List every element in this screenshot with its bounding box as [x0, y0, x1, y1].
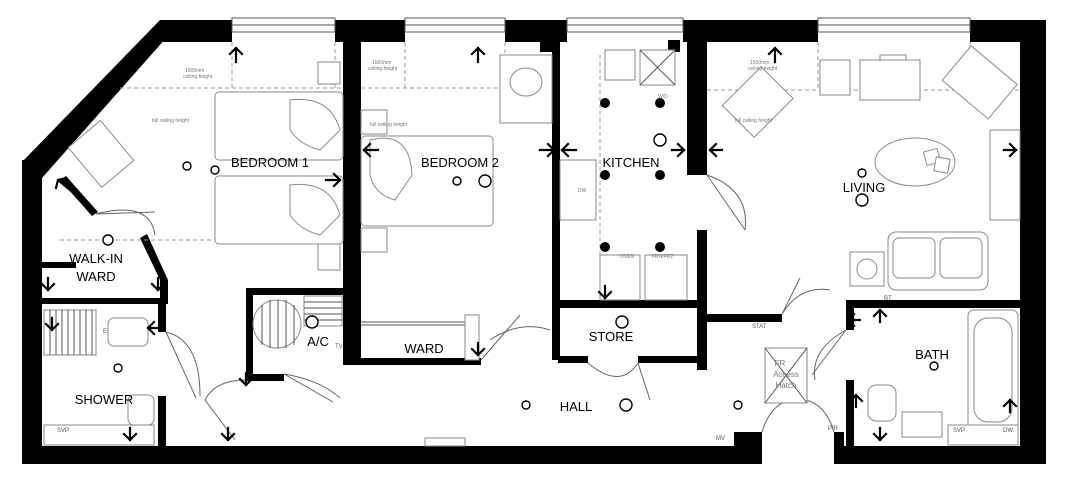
vent-arrows [40, 46, 1018, 442]
mv-label: MV [716, 436, 725, 442]
room-label-bath: BATH [915, 347, 949, 362]
light-fittings [102, 98, 939, 412]
washer-dryer-label: W/D [658, 94, 668, 100]
room-label-kitchen: KITCHEN [602, 155, 659, 170]
room-label-bedroom-2: BEDROOM 2 [421, 155, 499, 170]
room-label-bedroom-1: BEDROOM 1 [231, 155, 309, 170]
windows [231, 17, 971, 33]
room-label-hall: HALL [560, 399, 593, 414]
room-label-store: STORE [589, 329, 634, 344]
svp-label-bath: SVP [953, 428, 965, 434]
ceiling-note-living-b: ceiling height [748, 66, 778, 72]
external-walls [22, 20, 1046, 464]
ceiling-note-living-a: 1500mm [750, 60, 769, 66]
full-ceiling-note-bed2: full ceiling height [370, 122, 408, 128]
fridge-freezer-label: FRG/FRZ [652, 254, 674, 260]
dishwasher-label: DW [578, 188, 587, 194]
oven-label: OVEN [620, 254, 635, 260]
pir-label: PIR [828, 426, 839, 432]
room-label-walk-in-ward: WARD [76, 269, 115, 284]
internal-walls [42, 40, 1020, 464]
room-label-ac: A/C [307, 334, 329, 349]
stat-label: STAT [752, 324, 767, 330]
furniture [43, 45, 1021, 447]
fixture-annotations: 1500mm ceiling height full ceiling heigh… [57, 60, 1013, 442]
full-ceiling-note-living: full ceiling height [735, 118, 773, 124]
room-label-walk-in: WALK-IN [69, 251, 123, 266]
e-label: E [103, 329, 107, 335]
ceiling-note-bed2-a: 1500mm [372, 60, 391, 66]
room-label-ward: WARD [404, 341, 443, 356]
fr-label-1: FR [775, 359, 786, 368]
room-label-living: LIVING [843, 180, 886, 195]
tv-label: TV [335, 344, 343, 350]
full-ceiling-note-bed1: full ceiling height [152, 118, 190, 124]
room-labels: BEDROOM 1 BEDROOM 2 KITCHEN LIVING WALK-… [69, 155, 949, 414]
dw-label-bath: DW [1003, 428, 1013, 434]
ceiling-note-bed1-a: 1500mm [185, 68, 204, 74]
room-label-shower: SHOWER [75, 392, 134, 407]
bt-label: BT [884, 296, 892, 302]
ceiling-note-bed1-b: ceiling height [183, 74, 213, 80]
fr-label-2: Access [773, 370, 799, 379]
ceiling-note-bed2-b: ceiling height [368, 66, 398, 72]
door-swings [95, 174, 847, 441]
svp-label-shower: SVP [57, 428, 69, 434]
fr-label-3: Hatch [776, 381, 797, 390]
